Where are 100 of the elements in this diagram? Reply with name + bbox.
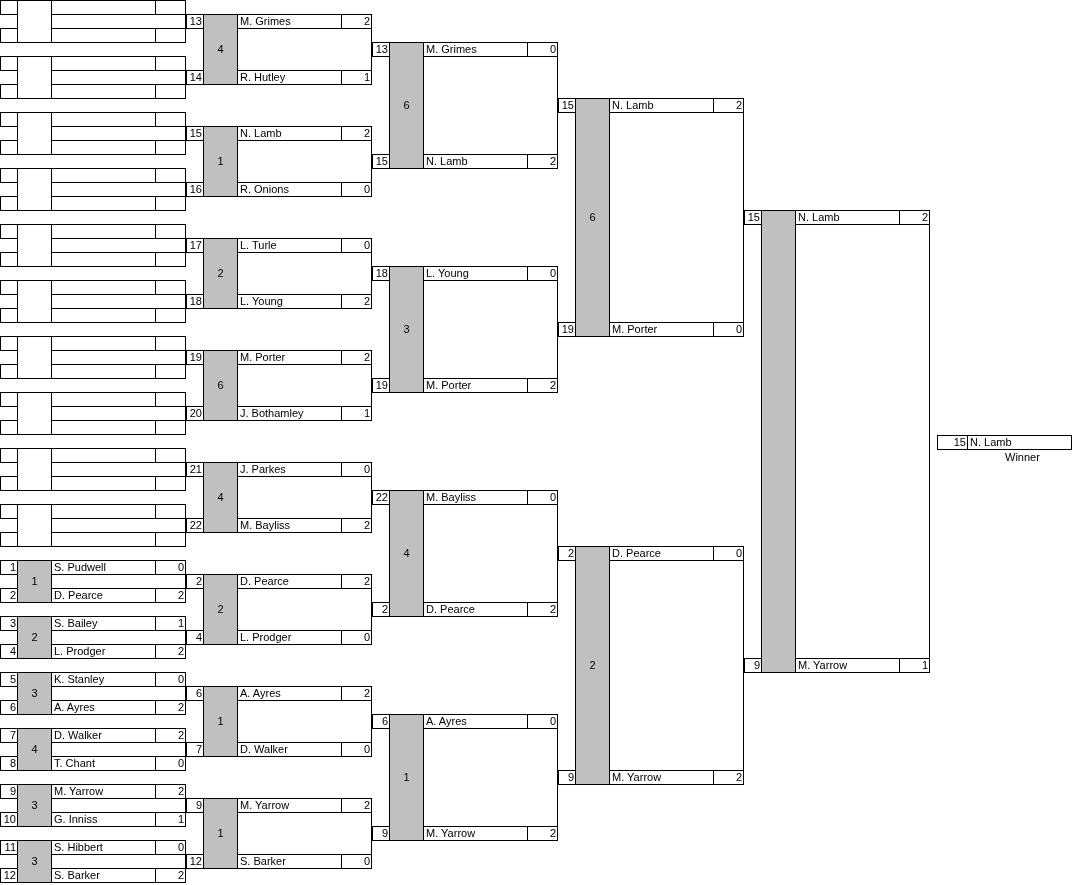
player-name: L. Prodger [237, 630, 342, 645]
seed-number: 17 [186, 238, 204, 253]
seed-number: 9 [744, 658, 762, 673]
player-name: N. Lamb [237, 126, 342, 141]
player-name: A. Ayres [51, 700, 156, 715]
table-box [575, 98, 610, 337]
player-name: S. Bailey [51, 616, 156, 631]
seed-number: 2 [186, 574, 204, 589]
score: 0 [713, 546, 744, 561]
seed-number: 11 [0, 840, 18, 855]
score: 0 [341, 462, 372, 477]
empty-box [17, 0, 52, 43]
seed-number: 1 [0, 560, 18, 575]
seed-number: 4 [0, 644, 18, 659]
table-box [17, 560, 52, 603]
seed-number: 9 [372, 826, 390, 841]
player-name: M. Bayliss [423, 490, 528, 505]
table-box [389, 490, 424, 617]
player-name: L. Young [237, 294, 342, 309]
seed-number: 13 [372, 42, 390, 57]
table-number: 2 [31, 631, 38, 644]
table-number: 1 [217, 715, 224, 728]
player-name: M. Bayliss [237, 518, 342, 533]
player-name: J. Parkes [237, 462, 342, 477]
table-number: 2 [217, 267, 224, 280]
table-box [575, 546, 610, 785]
seed-number: 16 [186, 182, 204, 197]
table-box [203, 238, 238, 309]
table-number: 1 [217, 827, 224, 840]
seed-number: 2 [558, 546, 576, 561]
seed-number: 19 [372, 378, 390, 393]
table-box [17, 840, 52, 883]
seed-number: 15 [372, 154, 390, 169]
player-name: K. Stanley [51, 672, 156, 687]
winner-caption: Winner [1005, 451, 1040, 464]
empty-box [17, 224, 52, 267]
table-number: 1 [403, 771, 410, 784]
table-box [17, 784, 52, 827]
table-number: 6 [403, 99, 410, 112]
seed-number: 20 [186, 406, 204, 421]
seed-number: 19 [558, 322, 576, 337]
seed-number: 12 [0, 868, 18, 883]
empty-box [17, 280, 52, 323]
player-name: L. Young [423, 266, 528, 281]
empty-box [17, 392, 52, 435]
score: 2 [155, 728, 186, 743]
seed-number: 6 [372, 714, 390, 729]
table-number: 4 [403, 547, 410, 560]
seed-number: 15 [744, 210, 762, 225]
table-box [389, 42, 424, 169]
seed-number: 15 [186, 126, 204, 141]
player-name: N. Lamb [795, 210, 900, 225]
seed-number: 6 [186, 686, 204, 701]
table-number: 3 [31, 687, 38, 700]
table-number: 1 [217, 155, 224, 168]
player-name: R. Hutley [237, 70, 342, 85]
player-name: S. Hibbert [51, 840, 156, 855]
seed-number: 3 [0, 616, 18, 631]
player-name: N. Lamb [609, 98, 714, 113]
score: 0 [155, 560, 186, 575]
table-number: 4 [217, 43, 224, 56]
table-number: 4 [31, 743, 38, 756]
table-number: 3 [403, 323, 410, 336]
player-name: L. Prodger [51, 644, 156, 659]
seed-number: 6 [0, 700, 18, 715]
player-name: D. Pearce [237, 574, 342, 589]
seed-number: 15 [937, 435, 968, 450]
seed-number: 5 [0, 672, 18, 687]
seed-number: 4 [186, 630, 204, 645]
seed-number: 18 [186, 294, 204, 309]
player-name: S. Pudwell [51, 560, 156, 575]
table-number: 3 [31, 799, 38, 812]
player-name: M. Porter [237, 350, 342, 365]
table-number: 3 [31, 855, 38, 868]
player-name: M. Grimes [237, 14, 342, 29]
table-box [17, 672, 52, 715]
table-box [203, 350, 238, 421]
table-number: 6 [217, 379, 224, 392]
player-name: A. Ayres [423, 714, 528, 729]
score: 2 [341, 686, 372, 701]
table-box [203, 126, 238, 197]
score: 2 [341, 126, 372, 141]
seed-number: 2 [0, 588, 18, 603]
seed-number: 14 [186, 70, 204, 85]
score: 2 [341, 14, 372, 29]
table-number: 6 [589, 211, 596, 224]
table-box [17, 616, 52, 659]
seed-number: 9 [558, 770, 576, 785]
seed-number: 7 [0, 728, 18, 743]
player-name: M. Yarrow [51, 784, 156, 799]
seed-number: 22 [186, 518, 204, 533]
score: 2 [341, 574, 372, 589]
table-box [203, 686, 238, 757]
seed-number: 15 [558, 98, 576, 113]
table-box [389, 714, 424, 841]
seed-number: 9 [186, 798, 204, 813]
player-name: J. Bothamley [237, 406, 342, 421]
table-box [203, 462, 238, 533]
score: 0 [341, 238, 372, 253]
player-name: A. Ayres [237, 686, 342, 701]
